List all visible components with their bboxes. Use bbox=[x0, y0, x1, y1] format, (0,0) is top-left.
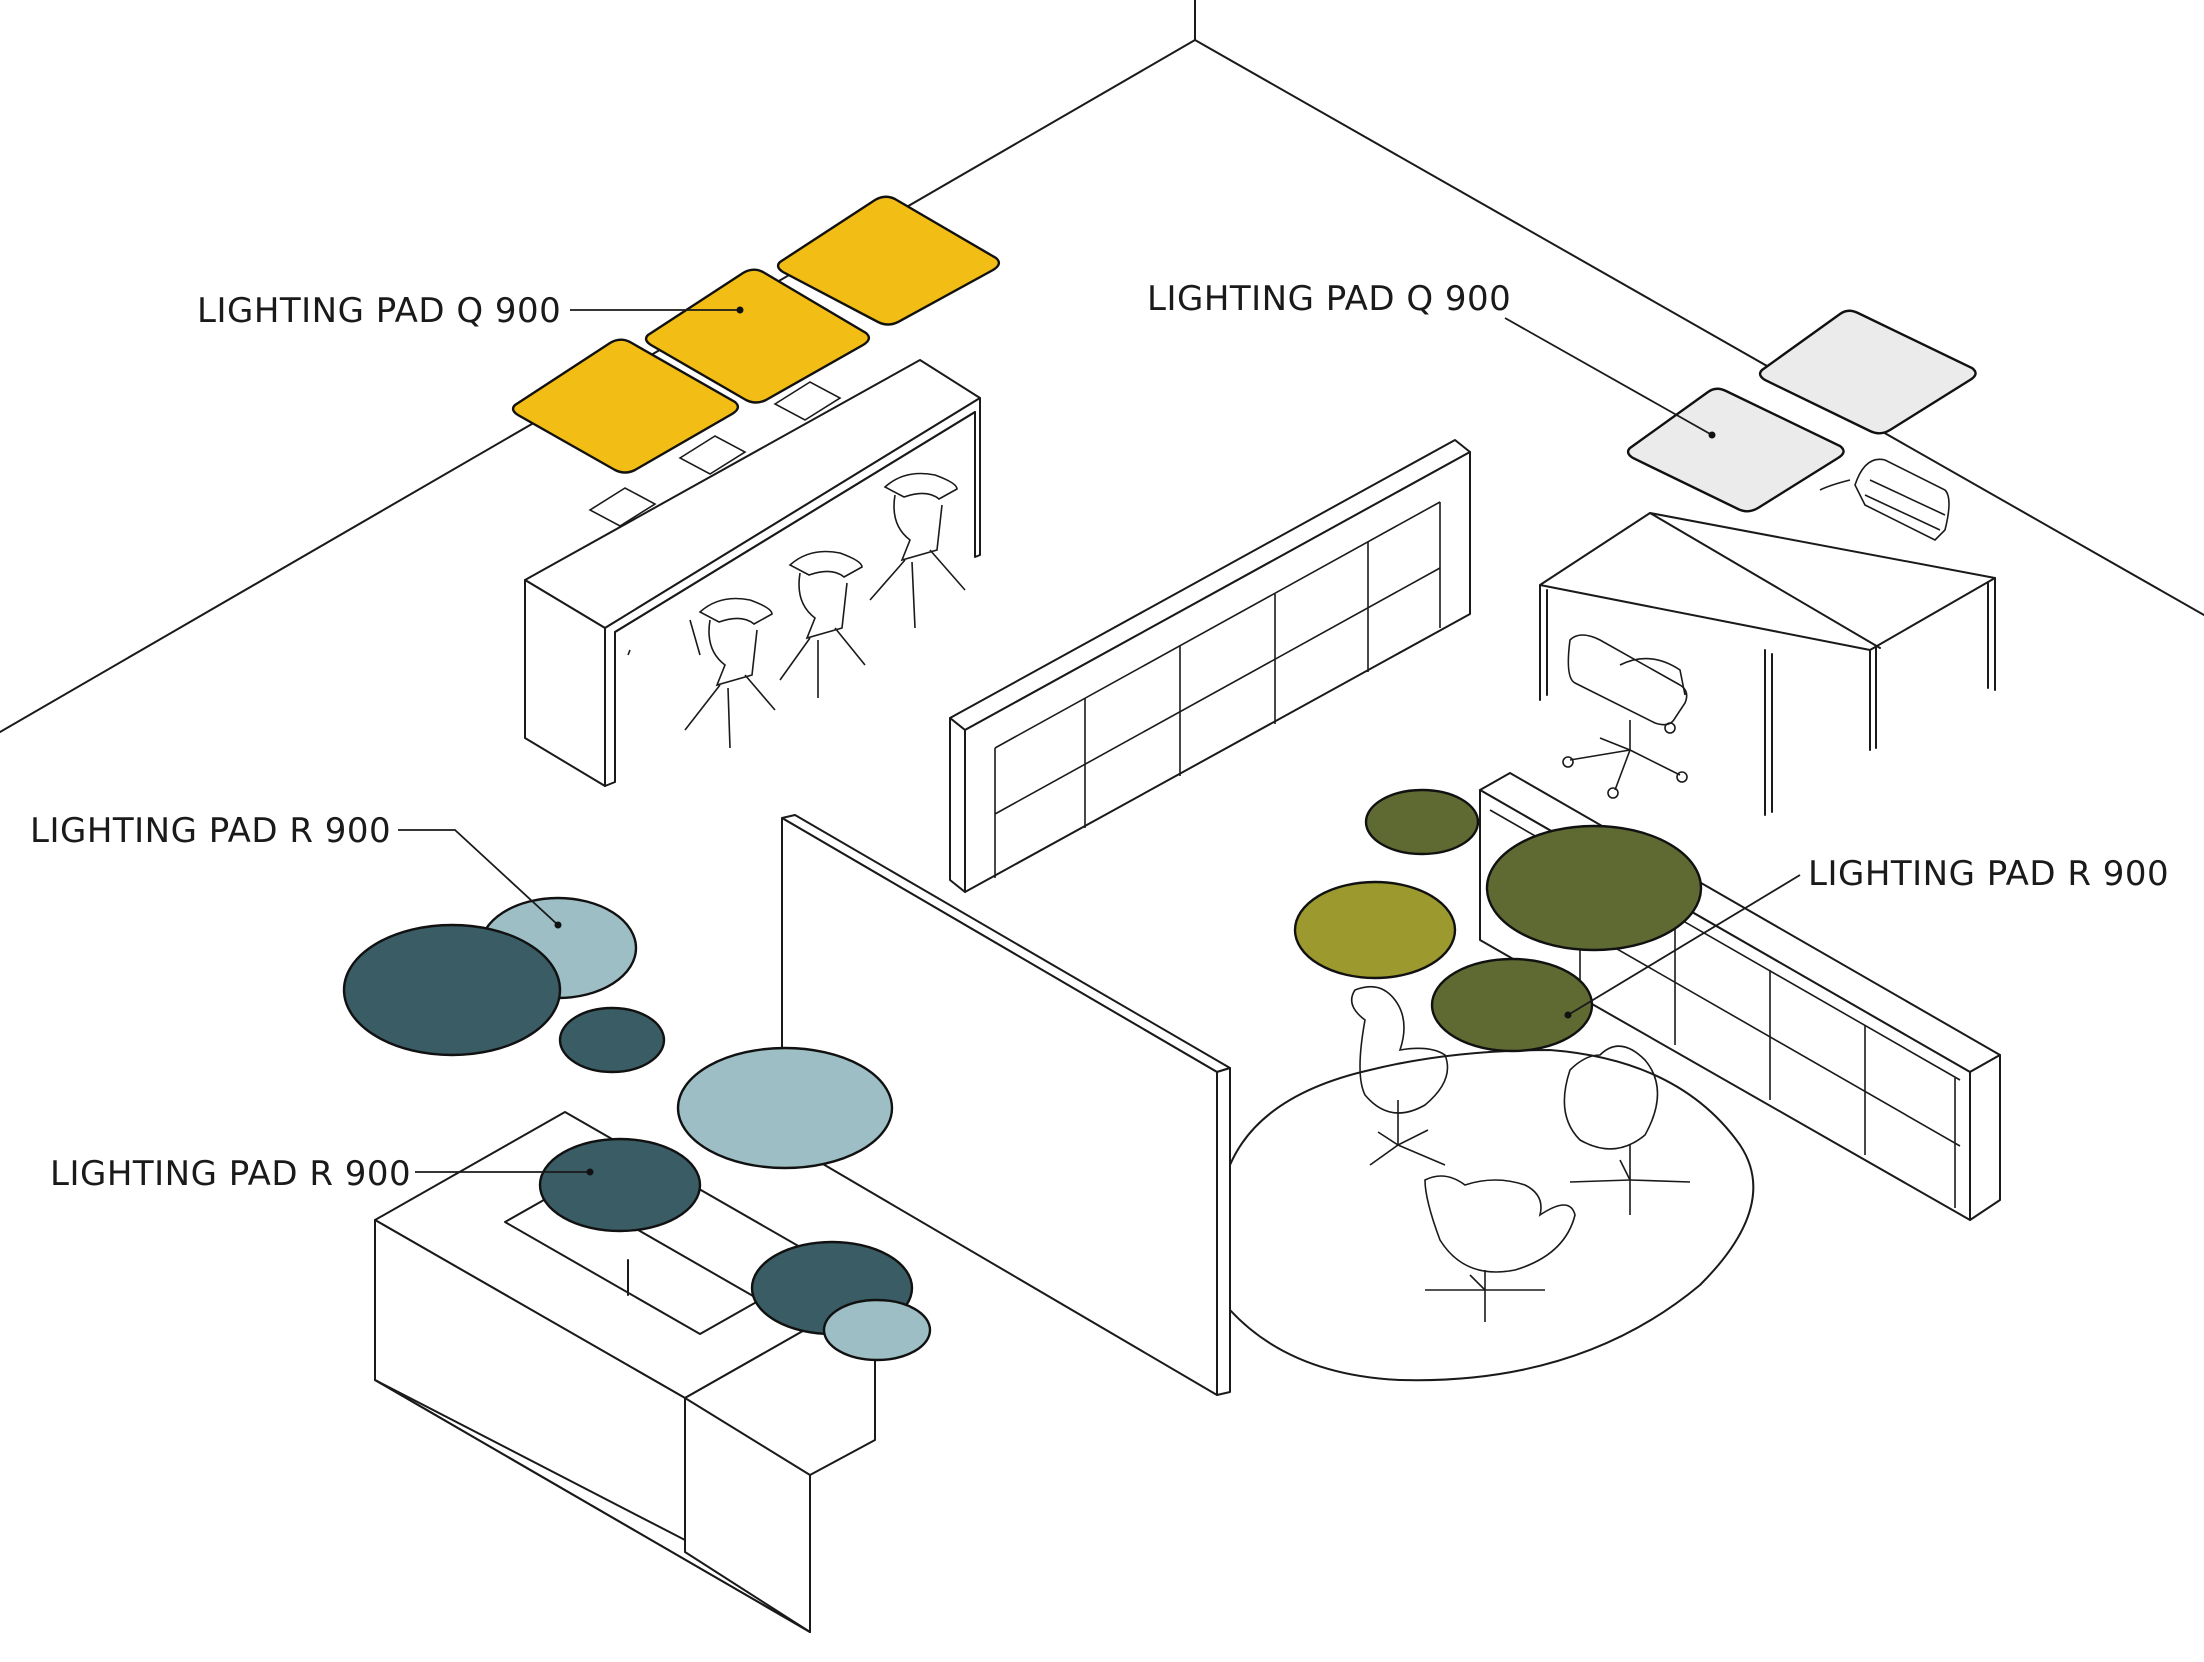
lighting-pad-r-dark-teal-1 bbox=[342, 923, 562, 1057]
lighting-pad-q-grey-1 bbox=[1626, 387, 1845, 513]
lighting-pad-r-dark-teal-3 bbox=[538, 1137, 702, 1233]
lighting-pad-q-yellow-2 bbox=[644, 268, 871, 404]
teal-round-pads bbox=[342, 896, 932, 1362]
lighting-pad-r-olive-2 bbox=[1485, 824, 1703, 952]
office-chairs bbox=[1562, 458, 1950, 799]
callout-q-left: LIGHTING PAD Q 900 bbox=[197, 291, 744, 331]
callout-q-right: LIGHTING PAD Q 900 bbox=[1147, 279, 1716, 439]
lighting-pad-r-light-teal-2 bbox=[676, 1046, 894, 1170]
lighting-pad-q-grey-2 bbox=[1758, 309, 1977, 435]
lighting-pad-r-dark-teal-2 bbox=[558, 1006, 666, 1074]
desks bbox=[1539, 512, 1996, 816]
callout-r-upper-left: LIGHTING PAD R 900 bbox=[30, 811, 562, 929]
lounge-area bbox=[1229, 985, 1755, 1382]
lighting-pad-r-olive-3 bbox=[1430, 957, 1594, 1053]
lighting-pad-r-mustard-1 bbox=[1293, 880, 1457, 980]
bar-stools bbox=[588, 381, 966, 749]
lighting-pad-r-light-teal-3 bbox=[822, 1298, 932, 1362]
label-lighting-pad-q-right: LIGHTING PAD Q 900 bbox=[1147, 279, 1511, 319]
label-lighting-pad-r-lower-left: LIGHTING PAD R 900 bbox=[50, 1154, 411, 1194]
label-lighting-pad-r-right: LIGHTING PAD R 900 bbox=[1808, 854, 2169, 894]
yellow-square-pads bbox=[511, 195, 1001, 474]
reception-desk bbox=[374, 1111, 876, 1633]
lighting-pad-q-yellow-1 bbox=[511, 338, 740, 474]
partition-wall bbox=[781, 814, 1231, 1396]
callout-r-lower-left: LIGHTING PAD R 900 bbox=[50, 1154, 594, 1194]
lighting-pad-r-olive-1 bbox=[1364, 788, 1480, 856]
lighting-pad-q-yellow-3 bbox=[776, 195, 1001, 326]
olive-round-pads bbox=[1293, 788, 1703, 1053]
label-lighting-pad-r-upper-left: LIGHTING PAD R 900 bbox=[30, 811, 391, 851]
callout-r-right: LIGHTING PAD R 900 bbox=[1564, 854, 2169, 1019]
long-shelf bbox=[949, 439, 1471, 893]
grey-square-pads bbox=[1626, 309, 1977, 513]
bar-table bbox=[524, 359, 981, 787]
label-lighting-pad-q-left: LIGHTING PAD Q 900 bbox=[197, 291, 561, 331]
